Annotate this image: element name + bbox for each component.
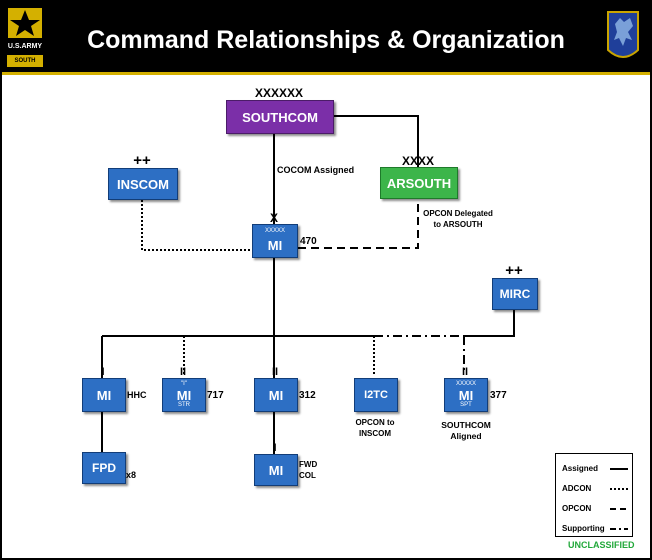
- echelon-mirc: ++: [505, 262, 523, 279]
- number-470: 470: [300, 236, 317, 247]
- node-mi-717: "I" MI STR: [162, 378, 206, 412]
- node-mirc: MIRC: [492, 278, 538, 310]
- label-hhc: HHC: [127, 390, 147, 400]
- legend-adcon-label: ADCON: [562, 484, 592, 493]
- legend-swatches: [610, 468, 628, 530]
- mini-377-top: XXXXX: [455, 381, 476, 387]
- node-mi-470-label: MI: [267, 237, 283, 253]
- header-bar: U.S.ARMY SOUTH Command Relationships & O…: [2, 2, 650, 72]
- node-arsouth: ARSOUTH: [380, 167, 458, 199]
- echelon-hhc: I: [101, 366, 105, 378]
- label-fpd-x8: x8: [126, 470, 137, 480]
- echelon-arsouth: XXXX: [401, 154, 434, 168]
- line-southcom-arsouth: [332, 115, 419, 167]
- army-logo: U.S.ARMY SOUTH: [5, 5, 45, 69]
- label-fwd-col: FWD COL: [299, 460, 318, 480]
- header-divider: [2, 72, 650, 75]
- mini-717-top: "I": [181, 381, 187, 387]
- legend-assigned-label: Assigned: [562, 464, 599, 473]
- echelon-fwd: I: [273, 442, 277, 454]
- legend: Assigned ADCON OPCON Supporting: [555, 453, 633, 537]
- unit-patch-icon: [606, 10, 640, 64]
- logo-south-text: SOUTH: [7, 55, 43, 67]
- echelon-312: II: [271, 366, 279, 378]
- number-312: 312: [299, 390, 316, 401]
- echelon-717: II: [179, 366, 187, 378]
- classification-marking: UNCLASSIFIED: [568, 540, 635, 550]
- label-i2tc-opcon: OPCON to INSCOM: [355, 418, 395, 438]
- echelon-377: II: [461, 366, 469, 378]
- echelon-southcom: XXXXXX: [254, 86, 304, 100]
- node-mi-377: XXXXX MI SPT: [444, 378, 488, 412]
- node-mi-fwd: MI: [254, 454, 298, 486]
- number-717: 717: [207, 390, 224, 401]
- echelon-470: X: [269, 211, 278, 225]
- logo-army-text: U.S.ARMY: [7, 43, 43, 50]
- line-mirc: [464, 308, 515, 337]
- node-southcom: SOUTHCOM: [226, 100, 334, 134]
- label-377-aligned: SOUTHCOM Aligned: [441, 420, 491, 441]
- number-377: 377: [490, 390, 507, 401]
- node-mi-470: XXXXX MI: [252, 224, 298, 258]
- label-opcon-delegated: OPCON Delegated to ARSOUTH: [423, 209, 493, 229]
- line-inscom-adcon: [141, 200, 250, 251]
- label-cocom-assigned: COCOM Assigned: [277, 165, 355, 175]
- army-star-icon: [8, 8, 42, 38]
- page-title: Command Relationships & Organization: [87, 26, 565, 54]
- echelon-inscom: ++: [133, 152, 151, 169]
- mini-377-bottom: SPT: [460, 402, 472, 408]
- mini-470: XXXXX: [264, 228, 285, 234]
- node-mi-hhc: MI: [82, 378, 126, 412]
- line-arsouth-opcon: [298, 198, 419, 249]
- node-mi-377-label: MI: [458, 387, 474, 403]
- legend-opcon-label: OPCON: [562, 504, 592, 513]
- node-mi-312: MI: [254, 378, 298, 412]
- legend-supporting-label: Supporting: [562, 524, 605, 533]
- node-fpd: FPD: [82, 452, 126, 484]
- node-inscom: INSCOM: [108, 168, 178, 200]
- mini-717-bottom: STR: [178, 402, 190, 408]
- node-i2tc: I2TC: [354, 378, 398, 412]
- node-mi-717-label: MI: [176, 387, 192, 403]
